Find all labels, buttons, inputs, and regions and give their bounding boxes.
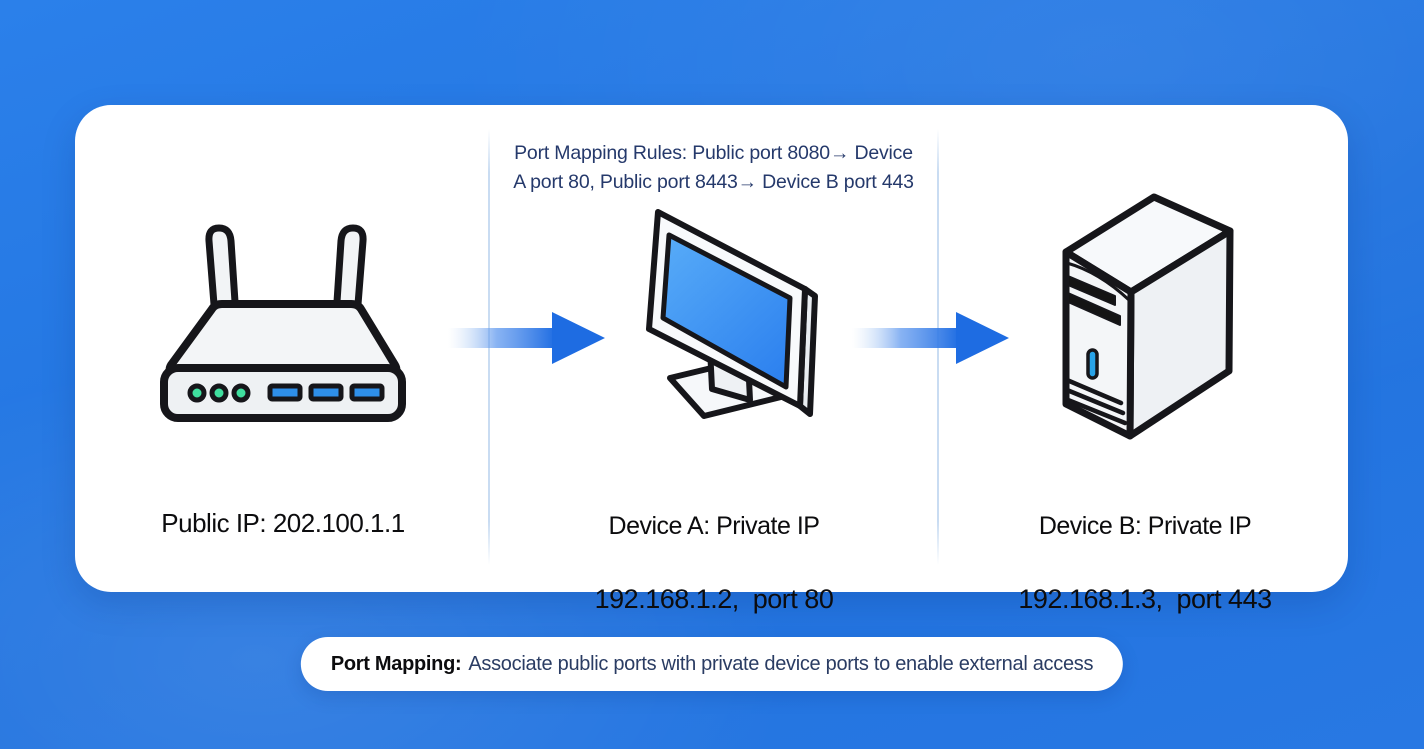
router-port: [308, 383, 344, 402]
arrow-shaft: [448, 328, 556, 348]
router-body: [165, 300, 401, 376]
router-label: Public IP: 202.100.1.1: [103, 471, 463, 575]
device-a-label: Device A: Private IP 192.168.1.2, port 8…: [534, 474, 894, 652]
router-port: [349, 383, 385, 402]
monitor-screen: [660, 232, 793, 390]
router-icon: [155, 203, 415, 431]
caption-pill: Port Mapping: Associate public ports wit…: [300, 637, 1124, 691]
server-vent-line: [1064, 377, 1124, 406]
server-power-led: [1086, 348, 1099, 380]
router-led: [187, 383, 207, 403]
router-led: [209, 383, 229, 403]
arrow-shaft: [852, 328, 960, 348]
server-vent-line: [1064, 387, 1126, 416]
server-slot: [1067, 275, 1116, 306]
arrow-right-icon: [448, 312, 605, 364]
rules-line-1: Port Mapping Rules: Public port 8080→ De…: [514, 142, 913, 164]
router-antenna-right: [332, 224, 367, 321]
device-a-private-ip: 192.168.1.2, port 80: [594, 584, 834, 614]
router-port: [267, 383, 303, 402]
device-b-private-ip: 192.168.1.3, port 443: [1018, 584, 1272, 614]
arrow-right-icon: [852, 312, 1009, 364]
caption-text: Associate public ports with private devi…: [468, 652, 1094, 675]
caption-title: Port Mapping:: [330, 652, 462, 675]
port-mapping-rules-text: Port Mapping Rules: Public port 8080→ De…: [495, 139, 932, 197]
router-led: [231, 383, 251, 403]
monitor-icon: [618, 188, 848, 430]
arrow-head: [552, 312, 605, 364]
device-b-title: Device B: Private IP: [1038, 512, 1252, 540]
rules-line-2: A port 80, Public port 8443→ Device B po…: [513, 171, 914, 193]
server-front-seam: [1065, 261, 1131, 302]
arrow-head: [956, 312, 1009, 364]
server-icon: [1033, 183, 1253, 445]
router-antenna-left: [205, 224, 240, 321]
server-vent-line: [1065, 397, 1128, 426]
device-a-title: Device A: Private IP: [608, 512, 820, 540]
device-b-label: Device B: Private IP 192.168.1.3, port 4…: [964, 474, 1326, 652]
server-slot: [1067, 292, 1121, 326]
router-public-ip: Public IP: 202.100.1.1: [161, 508, 405, 538]
